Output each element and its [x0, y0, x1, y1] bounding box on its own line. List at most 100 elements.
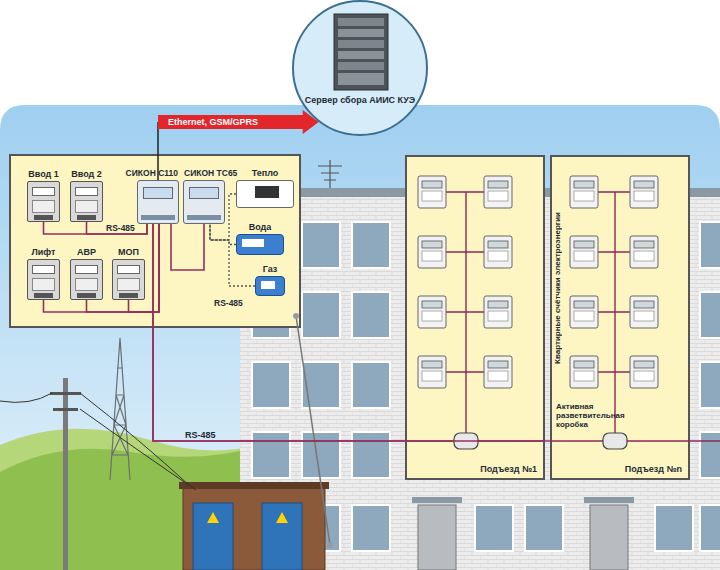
riser-wiring: [598, 192, 630, 433]
door-canopy: [584, 497, 634, 503]
note-label: Активная разветвительная коробка: [556, 402, 634, 429]
server-rack: [334, 14, 388, 90]
heat-meter: Тепло: [236, 180, 294, 208]
apartment-meter: [570, 176, 598, 208]
meter-box: Ввод 1: [27, 181, 60, 222]
meter-box: МОП: [112, 259, 145, 300]
rs485-bus: [44, 224, 160, 312]
device-stripe: [187, 215, 221, 220]
meter-terminal: [77, 293, 96, 298]
rs485-bus: [44, 222, 148, 234]
node-label: Ввод 2: [71, 169, 102, 179]
window: [302, 432, 340, 478]
rack-unit: [338, 18, 384, 26]
connector-line: [153, 224, 405, 441]
rs485-bus: [129, 224, 160, 312]
node-label: СИКОН ТС65: [184, 168, 237, 178]
junction-box: [603, 433, 627, 449]
node-label: Вода: [249, 222, 272, 232]
near-hill: [0, 446, 260, 570]
meter-terminal: [119, 293, 138, 298]
rs485-bus: [87, 224, 160, 312]
door-canopy: [412, 497, 462, 503]
apartment-meter: [418, 176, 446, 208]
node-label: СИКОН С110: [126, 168, 178, 178]
substation-roof: [179, 482, 329, 489]
controller-box: СИКОН С110: [137, 180, 179, 224]
window: [252, 362, 290, 408]
apartment-meter: [630, 236, 658, 268]
rs485-dotted: [210, 194, 236, 240]
meter-display: [32, 187, 55, 196]
cable-end: [327, 542, 333, 548]
meter-terminal: [77, 215, 96, 220]
window: [475, 505, 513, 551]
meter-display: [117, 265, 140, 274]
apartment-meter: [418, 356, 446, 388]
rack-unit: [338, 29, 384, 37]
apartment-meter: [484, 356, 512, 388]
tv-antenna: [318, 160, 342, 188]
meter-terminal: [34, 215, 53, 220]
connector-line: [87, 224, 160, 312]
rs485-dotted: [210, 224, 255, 286]
power-pole: [63, 378, 68, 570]
vertical-note: Квартирные счётчики электроэнергии: [553, 212, 562, 364]
node-label: Лифт: [31, 247, 55, 257]
warning-sign: [276, 512, 288, 523]
apartment-meter: [570, 296, 598, 328]
connector-line: [44, 222, 148, 234]
cable-end: [293, 313, 299, 319]
substation-door: [193, 503, 233, 570]
apartment-meter: [570, 356, 598, 388]
window: [302, 362, 340, 408]
device-window: [143, 187, 173, 199]
meter-panel: [75, 200, 98, 213]
window: [700, 505, 720, 551]
meter-terminal: [34, 293, 53, 298]
connector-line: [129, 224, 160, 312]
rs485-trunk: [153, 224, 405, 441]
meter-panel: [75, 278, 98, 291]
node-label: Тепло: [252, 168, 279, 178]
window: [525, 505, 563, 551]
node-label: Газ: [263, 264, 278, 274]
link-arrow: [158, 110, 319, 134]
connector-line: [210, 224, 255, 286]
connector-line: [171, 224, 204, 270]
node-label: АВР: [77, 247, 96, 257]
device-stripe: [141, 215, 175, 220]
rack-unit: [338, 62, 384, 70]
link-label: Ethernet, GSM/GPRS: [168, 117, 258, 127]
meter-screen: [261, 281, 275, 289]
apartment-meter: [484, 296, 512, 328]
window: [700, 432, 720, 478]
window: [352, 292, 390, 338]
riser-wiring: [446, 192, 484, 433]
cable: [296, 316, 330, 545]
window: [302, 222, 340, 268]
pole-crossarm: [53, 408, 78, 411]
window: [352, 362, 390, 408]
metering-cabinet: [10, 155, 300, 327]
meter-display: [75, 187, 98, 196]
rack-unit: [338, 73, 384, 85]
meter-panel: [117, 278, 140, 291]
radio-tower: [110, 338, 130, 480]
meter-display: [75, 265, 98, 274]
apartment-meter: [570, 236, 598, 268]
meter-box: Ввод 2: [70, 181, 103, 222]
apartment-meter: [418, 236, 446, 268]
connector-line: [210, 224, 236, 245]
apartment-meter: [630, 176, 658, 208]
apartment-meter: [630, 296, 658, 328]
meter-panel: [32, 200, 55, 213]
connector-line: [153, 224, 550, 441]
rs485-trunk: [153, 224, 550, 441]
window: [352, 432, 390, 478]
node-label: Подъезд №1: [480, 464, 537, 474]
entrance-door: [590, 505, 628, 570]
controller-box: СИКОН ТС65: [183, 180, 225, 224]
